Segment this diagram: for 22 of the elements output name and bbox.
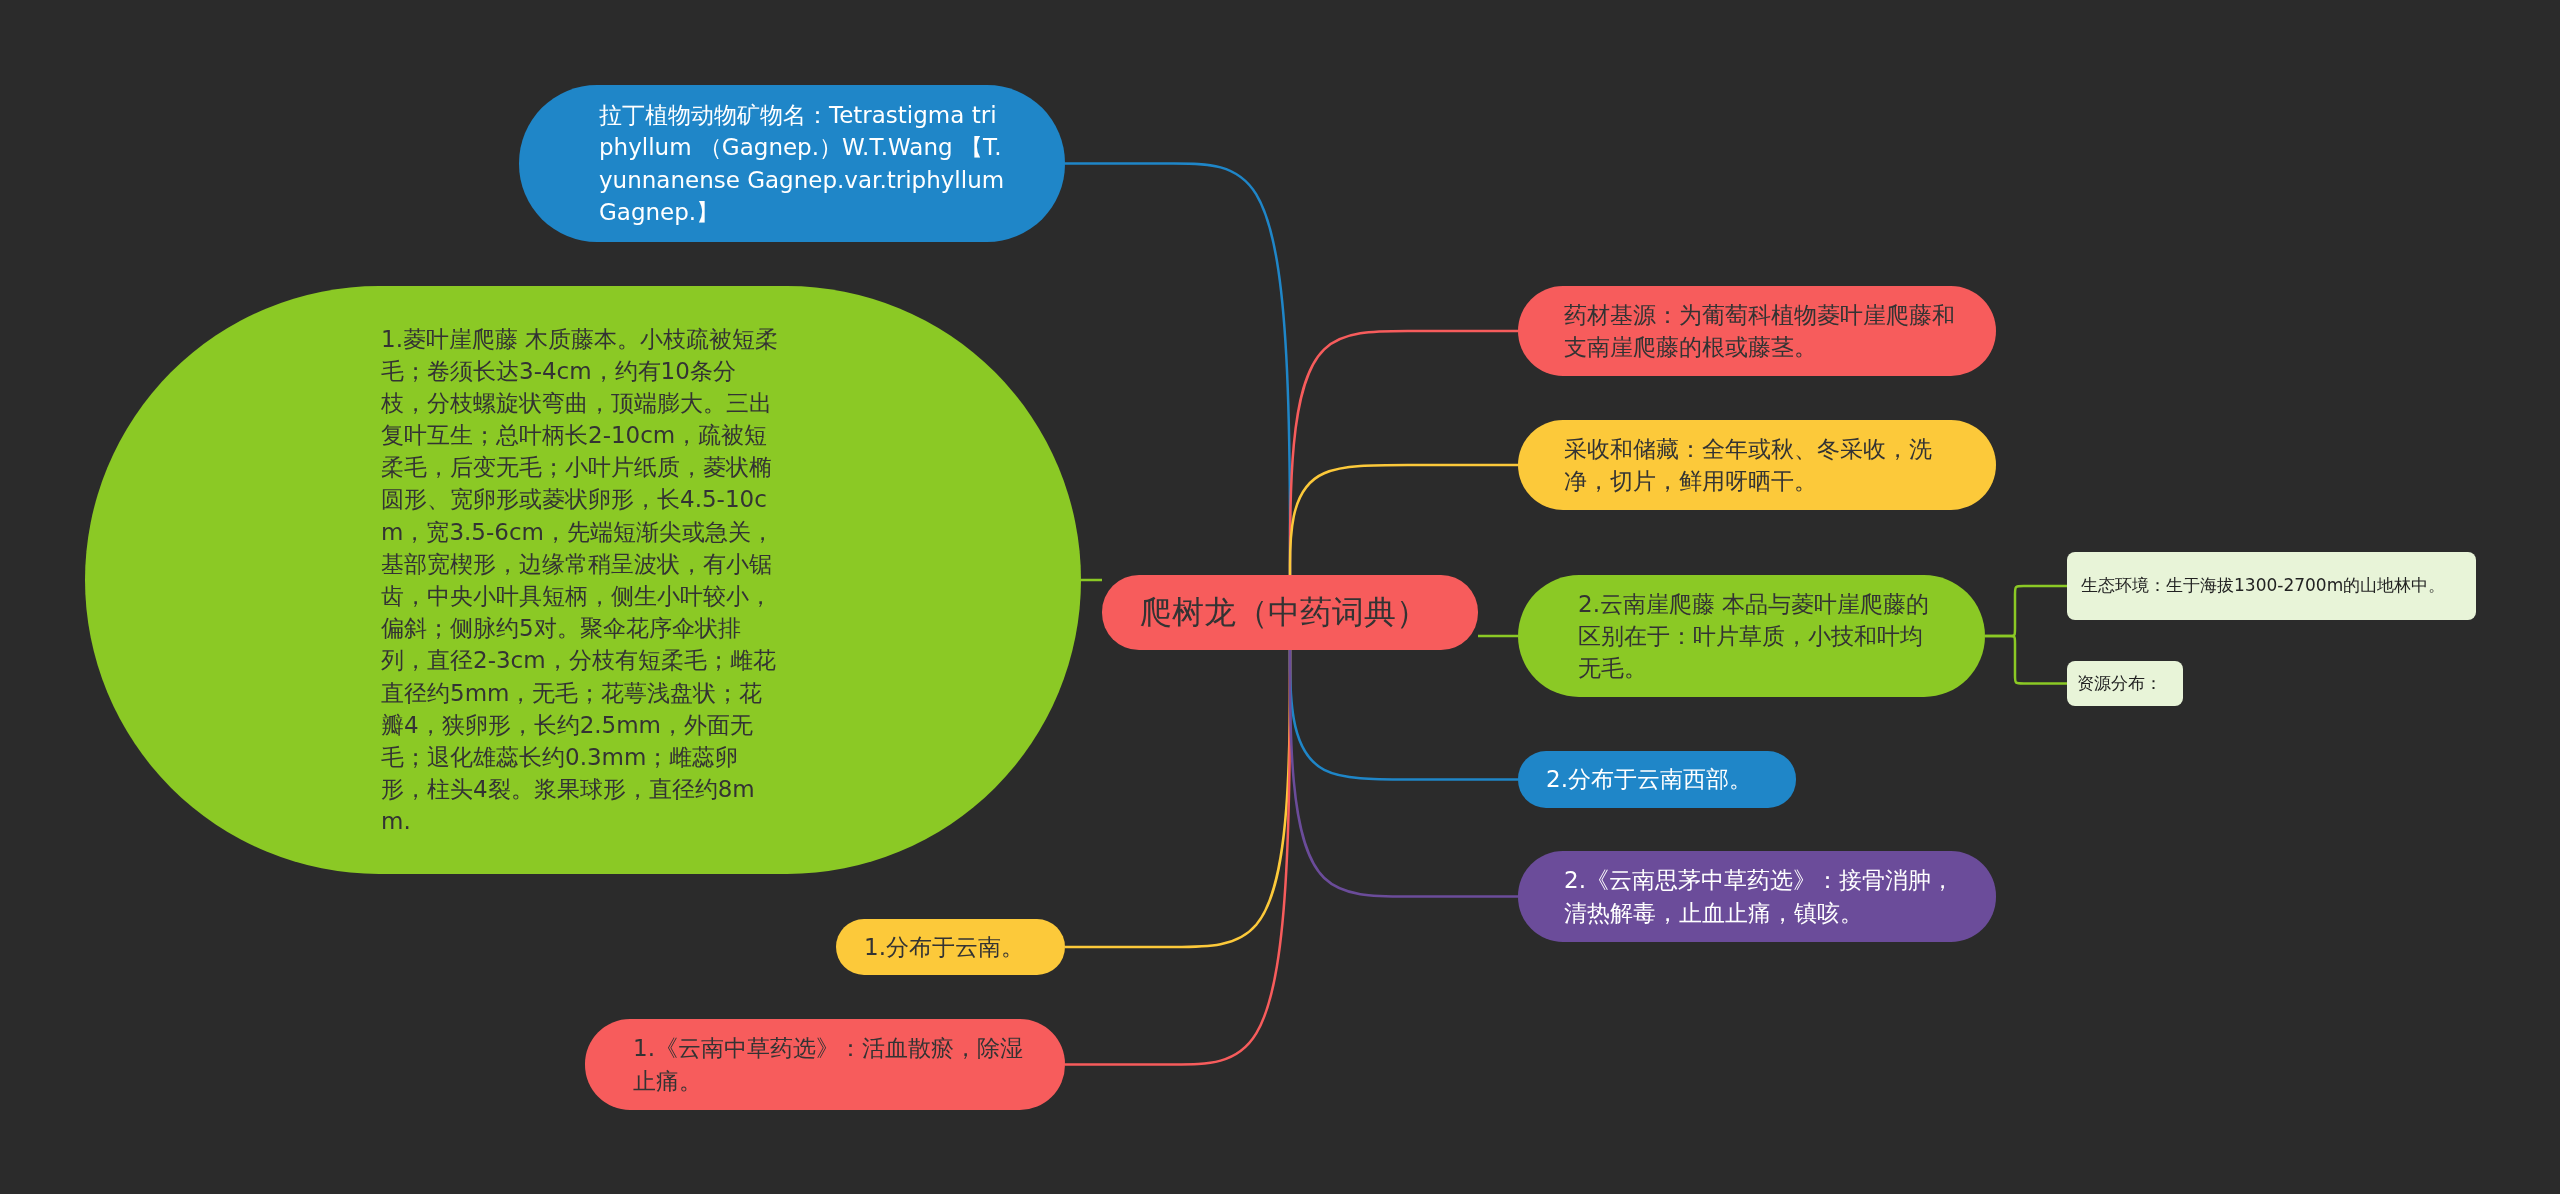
topic-bubble [836, 919, 1065, 975]
topic-text: 2.《云南思茅中草药选》：接骨消肿，清热解毒，止血止痛，镇咳。 [1564, 866, 1955, 928]
topic-text: 1.《云南中草药选》：活血散瘀，除湿止痛。 [633, 1034, 1024, 1096]
topic-text: 资源分布： [2077, 671, 2162, 695]
note-card [2067, 552, 2476, 620]
topic-text: 1.菱叶崖爬藤 木质藤本。小枝疏被短柔毛；卷须长达3-4cm，约有10条分枝，分枝螺旋状弯曲，顶端膨大。三出复叶互生；总叶柄长2-10cm，疏被短柔毛，后变无毛；小叶片纸质，菱状椭圆形、宽卵形或菱状卵形，长4.5-10cm，宽3.5-6cm，先端短渐尖或急关，基部宽楔形，边缘常稍呈波状，有小锯齿，中央小叶具短柄，侧生小叶较小，偏斜；侧脉约5对。聚伞花序伞状排列，直径2-3cm，分枝有短柔毛；雌花直径约5mm，无毛；花萼浅盘状；花瓣4，狭卵形，长约2.5mm，外面无毛；退化雄蕊长约0.3mm；雌蕊卵形，柱头4裂。浆果球形，直径约8mm. [381, 324, 780, 837]
topic-text: 药材基源：为葡萄科植物菱叶崖爬藤和支南崖爬藤的根或藤茎。 [1564, 300, 1956, 362]
connector-line [1288, 650, 1518, 898]
topic-text: 2.分布于云南西部。 [1546, 765, 1752, 795]
topic-text: 生态环境：生于海拔1300-2700m的山地林中。 [2081, 574, 2446, 598]
topic-title: 爬树龙（中药词典） [1140, 592, 1428, 634]
connector-line [1081, 578, 1102, 582]
central-topic [1102, 575, 1478, 650]
topic-text: 1.分布于云南。 [864, 932, 1024, 962]
topic-text: 拉丁植物动物矿物名：Tetrastigma triphyllum （Gagnep.）W.T.Wang 【T.yunnanense Gagnep.var.triphyllum Gagnep.】 [599, 101, 1005, 227]
connector-line [1288, 463, 1518, 575]
connector-line [1478, 634, 1518, 638]
topic-text: 2.云南崖爬藤 本品与菱叶崖爬藤的区别在于：叶片草质，小技和叶均无毛。 [1578, 589, 1931, 684]
topic-bubble [1518, 751, 1796, 808]
note-card [2067, 661, 2183, 706]
connector-line [1985, 634, 2067, 685]
topic-text: 采收和储藏：全年或秋、冬采收，洗净，切片，鲜用呀晒干。 [1564, 434, 1933, 496]
